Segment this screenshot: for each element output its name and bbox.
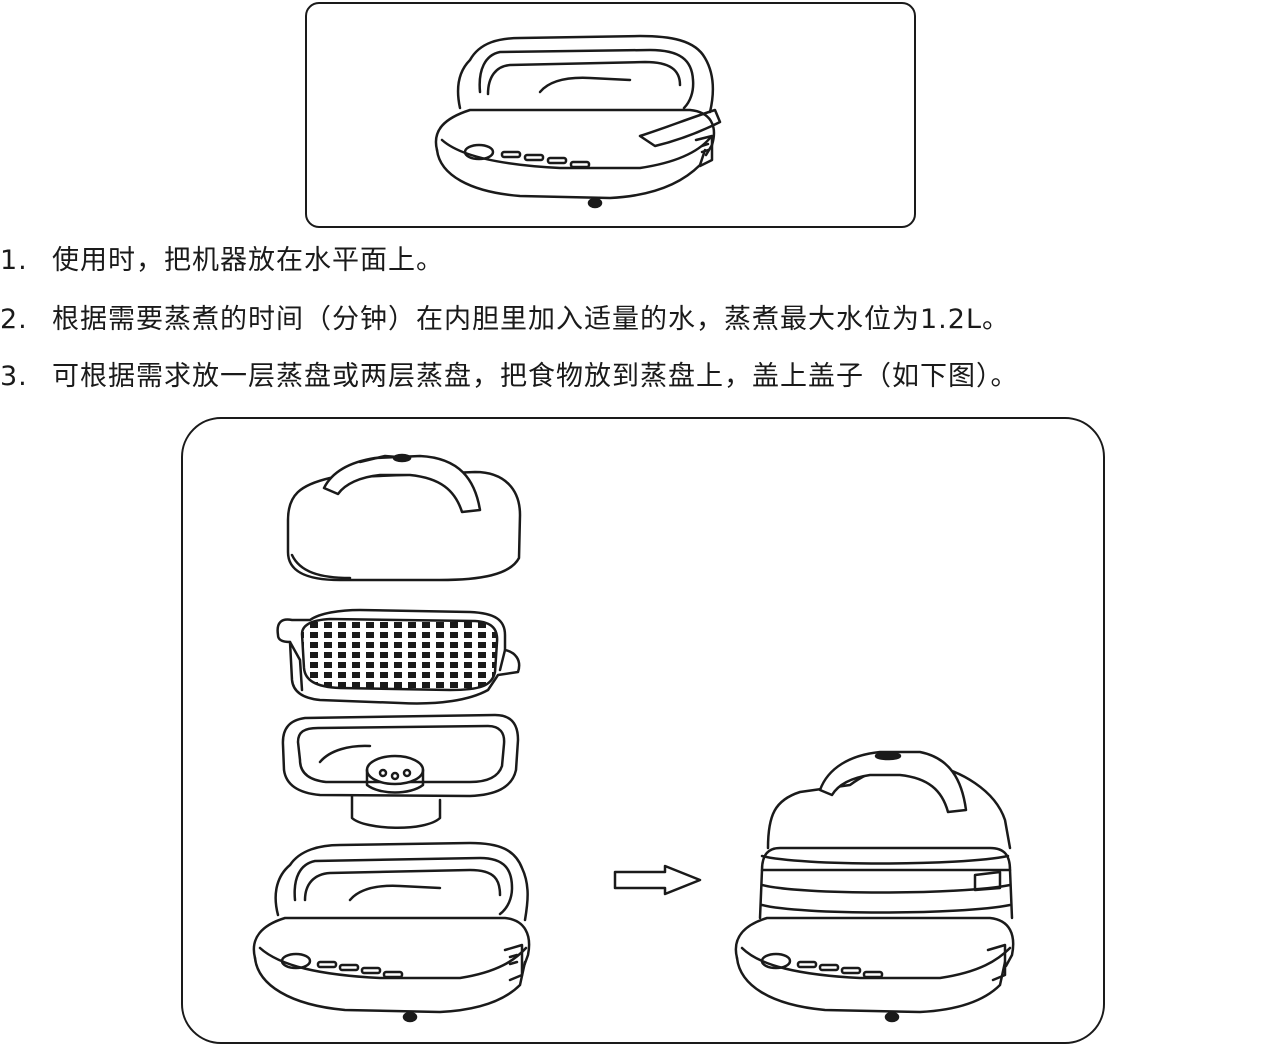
step-number: 2.: [0, 304, 28, 335]
steaming-tray-lower: [281, 713, 520, 829]
instruction-step-2: 2. 根据需要蒸煮的时间（分钟）在内胆里加入适量的水，蒸煮最大水位为1.2L。: [0, 297, 1010, 336]
instruction-step-3: 3. 可根据需求放一层蒸盘或两层蒸盘，把食物放到蒸盘上，盖上盖子（如下图）。: [0, 354, 1019, 393]
right-arrow-icon: [613, 864, 702, 896]
assembled-steamer-image: [734, 750, 1015, 1023]
steaming-tray-upper: [276, 608, 521, 705]
step-text: 使用时，把机器放在水平面上。: [52, 245, 444, 276]
step-text: 可根据需求放一层蒸盘或两层蒸盘，把食物放到蒸盘上，盖上盖子（如下图）。: [52, 361, 1019, 392]
step-text: 根据需要蒸煮的时间（分钟）在内胆里加入适量的水，蒸煮最大水位为1.2L。: [52, 304, 1010, 335]
step-number: 3.: [0, 361, 28, 392]
top-illustration-frame: [305, 2, 916, 228]
exploded-steamer-image: [252, 453, 531, 1023]
steamer-base-top-image: [434, 34, 722, 209]
steamer-base: [252, 841, 531, 1023]
steamer-lid: [286, 453, 522, 582]
instruction-step-1: 1. 使用时，把机器放在水平面上。: [0, 238, 444, 277]
step-number: 1.: [0, 245, 28, 276]
